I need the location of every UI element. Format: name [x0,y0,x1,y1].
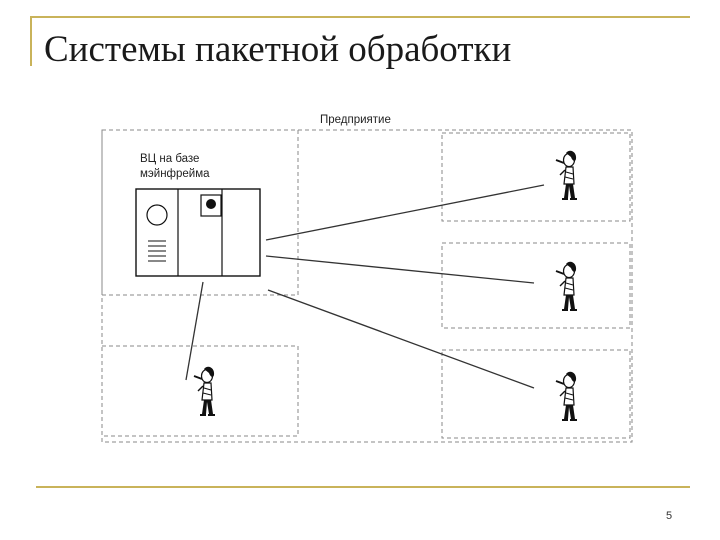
user-middle-right-icon [555,260,578,311]
footer-rule [36,486,690,488]
user-bottom-left-icon [193,365,216,416]
connection-line-bottom-right [267,289,535,389]
mainframe-computer-icon [135,188,261,277]
computing-center-region [101,129,299,296]
user-top-right-icon [555,149,578,200]
enterprise-boundary [101,129,633,443]
connection-line-bottom-left [185,281,204,381]
user-region-bottom-right [441,349,631,439]
connection-line-top-right [265,184,545,241]
connection-line-middle-right [265,255,535,284]
enterprise-label: Предприятие [320,114,391,126]
user-region-bottom-left [101,345,299,437]
computing-center-label-line-1: ВЦ на базе [140,153,199,165]
computing-center-label-line-2: мэйнфрейма [140,168,210,180]
user-bottom-right-icon [555,370,578,421]
title-accent-vertical-rule [30,16,32,66]
user-region-middle-right [441,242,631,329]
title-accent-horizontal-rule [30,16,690,18]
page-number: 5 [666,510,673,522]
slide-title: Системы пакетной обработки [44,29,512,70]
user-region-top-right [441,132,631,222]
